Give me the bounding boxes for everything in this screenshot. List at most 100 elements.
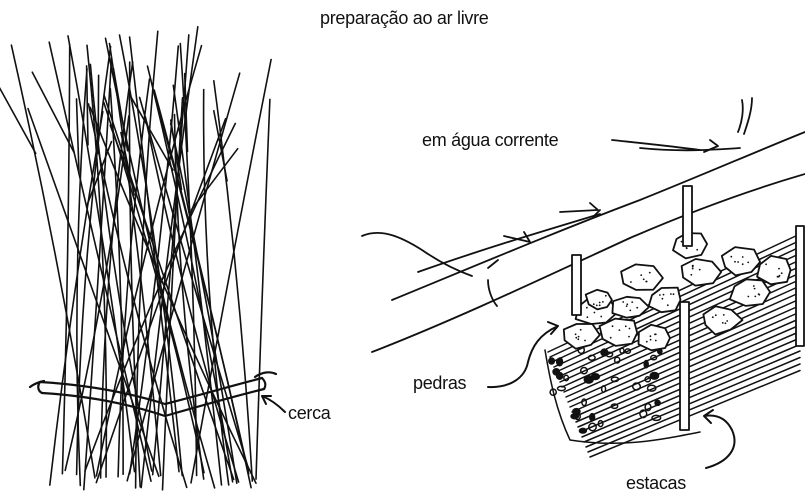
stem-end — [600, 348, 609, 357]
stone-texture — [645, 340, 648, 343]
stone-texture — [593, 311, 596, 314]
stem-end — [650, 354, 658, 361]
stem-end — [600, 385, 607, 393]
stone-texture — [690, 273, 693, 276]
stem-end — [610, 376, 620, 383]
stones-label: pedras — [413, 373, 467, 393]
bundle-stem — [579, 337, 801, 433]
stone-texture — [747, 295, 750, 298]
stone — [584, 288, 613, 311]
stone-texture — [765, 263, 767, 266]
stem-end — [552, 367, 561, 376]
stone-texture — [685, 247, 688, 250]
reed-stem — [108, 42, 162, 477]
stone-texture — [645, 280, 648, 283]
reed-leaf — [0, 86, 37, 155]
stone-texture — [577, 338, 580, 341]
stone-texture — [754, 295, 757, 298]
stones-on-bundle — [562, 232, 792, 352]
stone-texture — [622, 301, 625, 303]
reed-stem — [134, 30, 159, 489]
stone — [647, 286, 682, 314]
stone-texture — [624, 325, 627, 328]
stem-end — [549, 388, 558, 397]
reed-stem — [89, 106, 257, 484]
stone-texture — [602, 301, 604, 303]
stone-texture — [575, 336, 578, 339]
stem-end — [646, 384, 657, 392]
title-label: preparação ao ar livre — [320, 8, 489, 28]
fence-pointer-arrow — [261, 395, 286, 413]
stone-texture — [654, 339, 657, 342]
stem-end — [572, 407, 581, 415]
reed-leaf — [75, 98, 80, 174]
reed-stem — [146, 65, 234, 483]
stone — [680, 258, 723, 287]
stone-texture — [659, 294, 661, 296]
reed-stem — [10, 44, 96, 479]
stone-texture — [721, 322, 724, 324]
stone-texture — [630, 281, 632, 283]
stem-end — [644, 402, 652, 412]
stone-texture — [574, 333, 577, 336]
reed-stem — [27, 107, 160, 478]
reed-leaf — [97, 74, 100, 155]
stem-end — [613, 356, 621, 364]
stem-end — [556, 385, 567, 392]
stone-texture — [611, 325, 614, 328]
stem-end — [597, 419, 604, 428]
stone-texture — [741, 263, 744, 266]
stone-texture — [636, 306, 639, 309]
stone — [611, 295, 650, 319]
stone-texture — [726, 320, 729, 322]
reed-stem — [169, 122, 238, 484]
reed-stem — [202, 88, 230, 486]
stone-texture — [666, 304, 669, 307]
stone-texture — [586, 316, 589, 319]
reed-stem — [64, 115, 130, 472]
stem-end — [589, 412, 596, 422]
stone-texture — [654, 333, 657, 336]
bundle-stem — [585, 356, 801, 448]
stem-end — [579, 366, 589, 375]
stone-texture — [741, 256, 744, 258]
stem-end — [610, 403, 619, 410]
stem-end — [619, 347, 625, 354]
stem-end — [548, 357, 556, 365]
stone — [720, 246, 761, 277]
reed-leaf — [183, 72, 189, 153]
reed-stem — [109, 87, 124, 476]
reed-stem — [161, 97, 184, 491]
reed-stem — [128, 61, 141, 488]
stone-texture — [595, 304, 598, 307]
reed-stem — [172, 84, 223, 486]
reed-leaf — [190, 147, 239, 211]
stone-texture — [598, 301, 601, 304]
stone — [620, 263, 664, 291]
stone-texture — [691, 265, 694, 267]
stem-end — [624, 348, 632, 355]
stone-texture — [577, 335, 580, 338]
reed-stem — [118, 34, 183, 477]
reed-leaf — [31, 71, 75, 153]
stone-texture — [747, 261, 750, 264]
stone-texture — [737, 261, 739, 263]
stone-texture — [584, 339, 586, 342]
stone — [756, 255, 792, 286]
bundle-stem — [583, 350, 801, 443]
stone-texture — [691, 267, 694, 270]
reed-stem — [190, 58, 272, 484]
reed-stem — [99, 61, 134, 479]
stone-texture — [649, 335, 652, 338]
stone-texture — [579, 328, 582, 331]
bundle-stem — [581, 343, 801, 438]
stone-texture — [696, 248, 699, 251]
stem-end — [587, 354, 596, 361]
reed-stem — [61, 43, 71, 475]
bundle-stem — [587, 363, 801, 453]
water-pointer-arrow — [611, 139, 701, 151]
stone-texture — [609, 336, 612, 339]
stone-texture — [734, 260, 736, 263]
stem-end — [563, 374, 570, 382]
fence-band — [28, 371, 278, 418]
